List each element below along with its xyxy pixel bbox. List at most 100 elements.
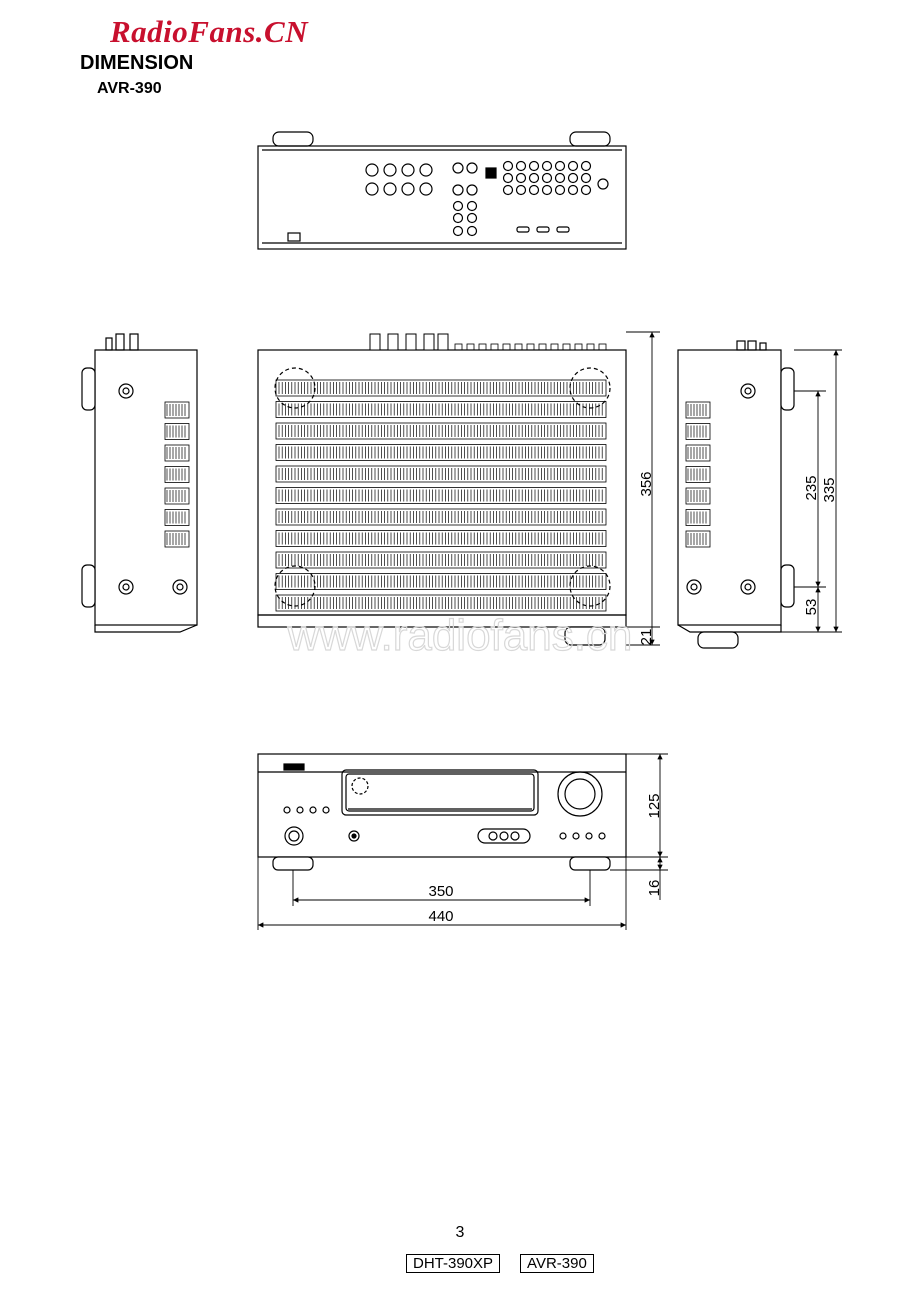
vent-row [164,444,190,462]
speaker-terminals [369,333,607,351]
right-side-view [677,340,795,649]
dim-depth-label: 356 [638,471,655,496]
rca-jack [383,163,397,177]
vent-row [275,422,607,440]
rca-jack [515,184,527,196]
footer-models: DHT-390XP AVR-390 [406,1254,594,1273]
rca-jack [515,160,527,172]
jack [514,343,523,351]
jack [478,343,487,351]
footer-model-2: AVR-390 [520,1254,594,1273]
terminal [423,333,435,351]
jack [526,343,535,351]
rca-jack [580,160,592,172]
rca-jack [528,184,540,196]
right-side-vents [685,401,711,548]
jack [452,200,464,212]
footer-model-1: DHT-390XP [406,1254,501,1273]
jack [597,178,609,190]
jack [562,343,571,351]
jack [598,343,607,351]
rca-jack [401,182,415,196]
rca-jack [466,184,478,196]
page-number: 3 [455,1224,465,1241]
jack [452,212,464,224]
vent-row [685,401,711,419]
jack [550,343,559,351]
site-watermark: RadioFans.CN [110,14,309,49]
dim-foot-height-label: 16 [646,880,663,897]
rca-jack [401,163,415,177]
terminal [405,333,417,351]
vent-row [164,530,190,548]
rca-jack [365,182,379,196]
rca-jack [567,172,579,184]
terminal [369,333,381,351]
model-subtitle: AVR-390 [97,80,162,97]
front-view [257,753,627,871]
terminal [437,333,449,351]
center-watermark: www.radiofans.cn [287,611,633,660]
vent-row [275,487,607,504]
rca-jack [580,184,592,196]
rca-jack [383,182,397,196]
dim-side-lower-label: 53 [803,599,820,616]
jack [490,343,499,351]
terminal [387,333,399,351]
rca-jack [580,172,592,184]
vent-row [275,551,607,569]
vent-row [164,487,190,505]
vent-row [275,444,607,461]
rca-jack [567,160,579,172]
vent-row [685,530,711,548]
dim-side-depth-label: 335 [821,477,838,502]
vent-row [275,573,607,590]
vent-row [275,465,607,483]
dim-foot-spacing-label: 350 [428,883,453,900]
jack [466,225,478,237]
top-view [257,333,627,646]
vent-row [685,509,711,526]
rca-jack [541,160,553,172]
rca-jack [452,162,464,174]
dim-width-label: 440 [428,908,453,925]
dim-side-inner-label: 235 [803,475,820,500]
rca-jack [541,172,553,184]
rca-jack [528,160,540,172]
jack [502,343,511,351]
rca-jack [452,184,464,196]
vent-row [275,508,607,526]
dim-front-height-label: 125 [646,793,663,818]
rca-jack [541,184,553,196]
rca-jack [554,160,566,172]
rca-jack [554,172,566,184]
vent-row [275,401,607,418]
left-side-view [81,333,198,633]
dim-top-lower-label: 21 [638,629,655,646]
jack [538,343,547,351]
rca-jack [419,163,433,177]
vent-row [685,487,711,505]
rca-jack [419,182,433,196]
vent-row [164,423,190,440]
vent-row [275,594,607,612]
rca-jack [365,163,379,177]
rca-jack [466,162,478,174]
rca-jack [502,160,514,172]
rca-jack [502,184,514,196]
jack [586,343,595,351]
vent-row [164,509,190,526]
jack [466,212,478,224]
vent-row [275,530,607,547]
jack [574,343,583,351]
rear-connectors [365,160,609,237]
vent-row [164,401,190,419]
top-vents [275,379,607,612]
vent-row [685,444,711,462]
rca-jack [515,172,527,184]
jack [466,200,478,212]
rca-jack [554,184,566,196]
rear-view [257,131,627,250]
vent-row [685,466,711,483]
